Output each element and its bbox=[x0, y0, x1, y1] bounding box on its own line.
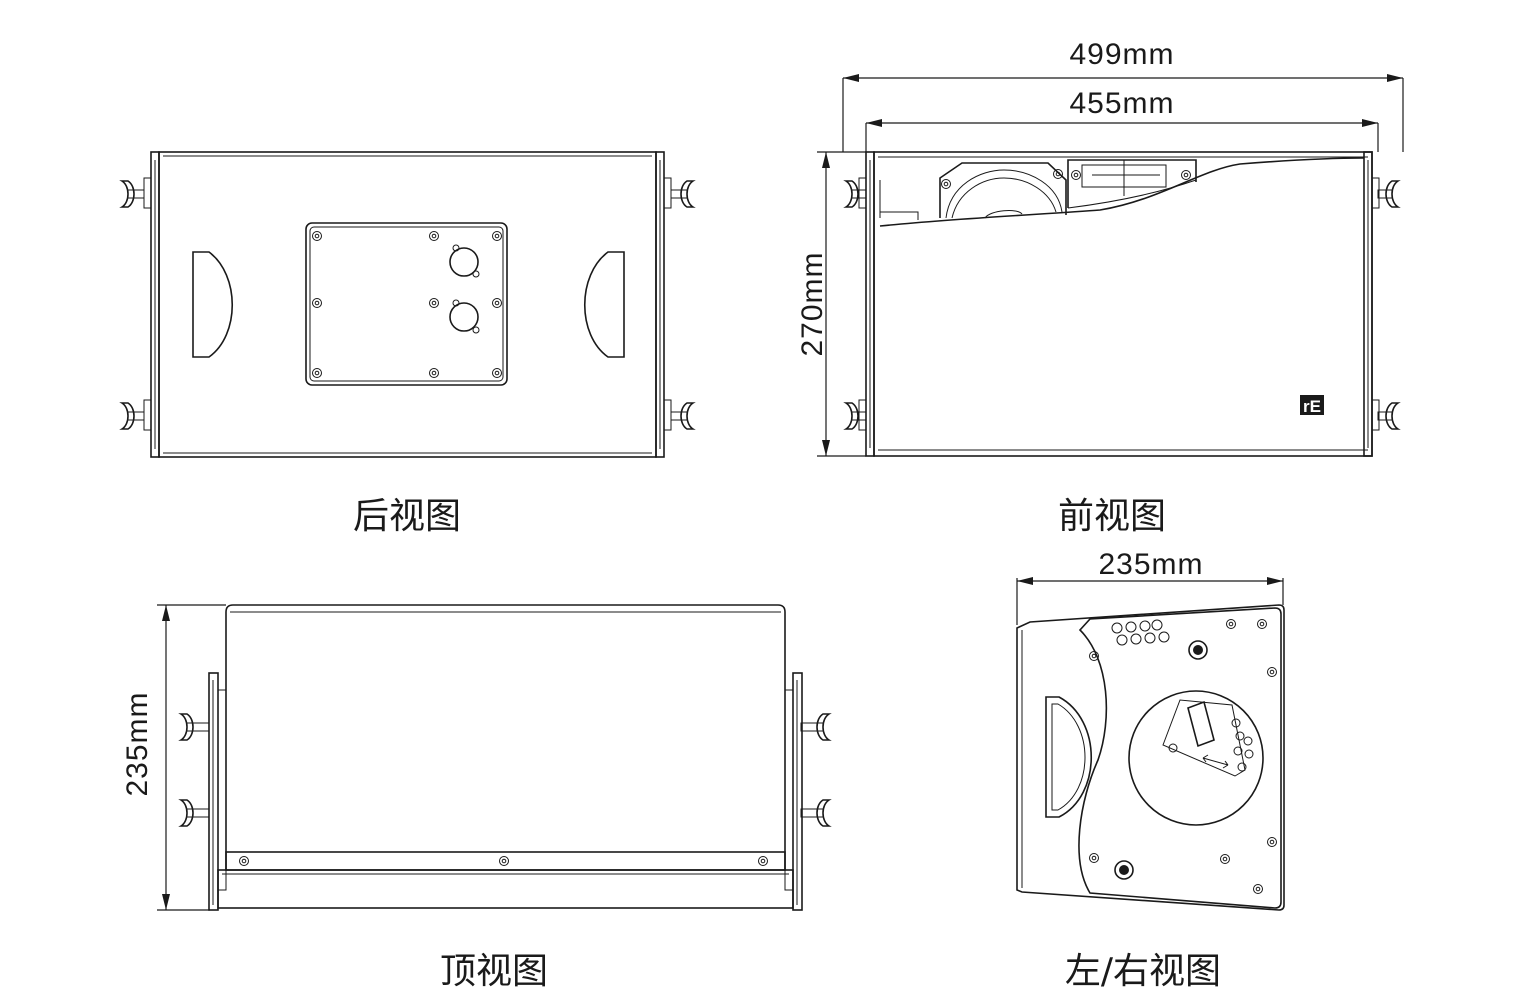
side-view: 235mm bbox=[1016, 548, 1285, 911]
top-pin-2 bbox=[178, 799, 210, 827]
side-rigging-pin-bottom bbox=[1114, 860, 1134, 880]
side-rotation-disk bbox=[1128, 690, 1264, 826]
top-view: 235mm bbox=[121, 604, 832, 911]
dim-height-label: 270mm bbox=[796, 251, 829, 356]
side-angle-holes bbox=[1111, 619, 1170, 646]
rear-connector-plate bbox=[305, 222, 508, 386]
rear-pin-top-left bbox=[119, 180, 145, 208]
dim-depth-top bbox=[157, 604, 226, 911]
front-grille-edge bbox=[879, 157, 1365, 227]
top-pin-4 bbox=[800, 799, 832, 827]
dim-depth-side bbox=[1016, 577, 1284, 625]
rear-pin-bottom-left bbox=[119, 402, 145, 430]
side-cabinet-outline bbox=[1016, 604, 1285, 911]
side-view-caption: 左/右视图 bbox=[1065, 951, 1221, 992]
rear-right-rail bbox=[655, 151, 672, 458]
front-pin-bottom-left bbox=[843, 402, 867, 430]
rear-pin-top-right bbox=[670, 180, 696, 208]
top-right-rail bbox=[784, 672, 803, 911]
rear-view-caption: 后视图 bbox=[353, 496, 461, 537]
top-left-rail bbox=[208, 672, 227, 911]
re-logo-icon: rE bbox=[1300, 395, 1324, 416]
svg-text:rE: rE bbox=[1303, 397, 1321, 416]
dim-height bbox=[817, 151, 866, 457]
rear-view bbox=[119, 151, 696, 458]
top-pin-3 bbox=[800, 713, 832, 741]
dim-cabinet-width bbox=[865, 119, 1379, 152]
side-handle bbox=[1045, 696, 1093, 818]
rear-pin-bottom-right bbox=[670, 402, 696, 430]
front-pin-top-right bbox=[1377, 180, 1401, 208]
rear-left-rail bbox=[143, 151, 160, 458]
top-view-caption: 顶视图 bbox=[440, 951, 548, 992]
side-rigging-pin-top bbox=[1188, 640, 1208, 660]
rear-left-handle bbox=[192, 251, 234, 358]
rear-right-handle bbox=[583, 251, 625, 358]
rear-cabinet-outline bbox=[158, 151, 657, 458]
front-pin-bottom-right bbox=[1377, 402, 1401, 430]
dim-depth-side-label: 235mm bbox=[1098, 548, 1203, 581]
top-cabinet-outline bbox=[225, 604, 786, 870]
front-horn-cutaway bbox=[1067, 159, 1197, 208]
speakon-connector-1 bbox=[449, 244, 480, 278]
dim-cabinet-width-label: 455mm bbox=[1069, 87, 1174, 120]
front-pin-top-left bbox=[843, 180, 867, 208]
dim-overall-width-label: 499mm bbox=[1069, 38, 1174, 71]
dim-overall-width bbox=[842, 74, 1404, 152]
front-view-caption: 前视图 bbox=[1058, 496, 1166, 537]
front-cabinet-outline bbox=[873, 151, 1373, 457]
top-pin-1 bbox=[178, 713, 210, 741]
dim-depth-top-label: 235mm bbox=[121, 691, 154, 796]
front-woofer-cutaway bbox=[939, 162, 1067, 219]
front-view: 499mm 455mm 270mm bbox=[796, 38, 1404, 457]
speakon-connector-2 bbox=[449, 299, 480, 334]
side-rigging-plate bbox=[1078, 607, 1282, 909]
